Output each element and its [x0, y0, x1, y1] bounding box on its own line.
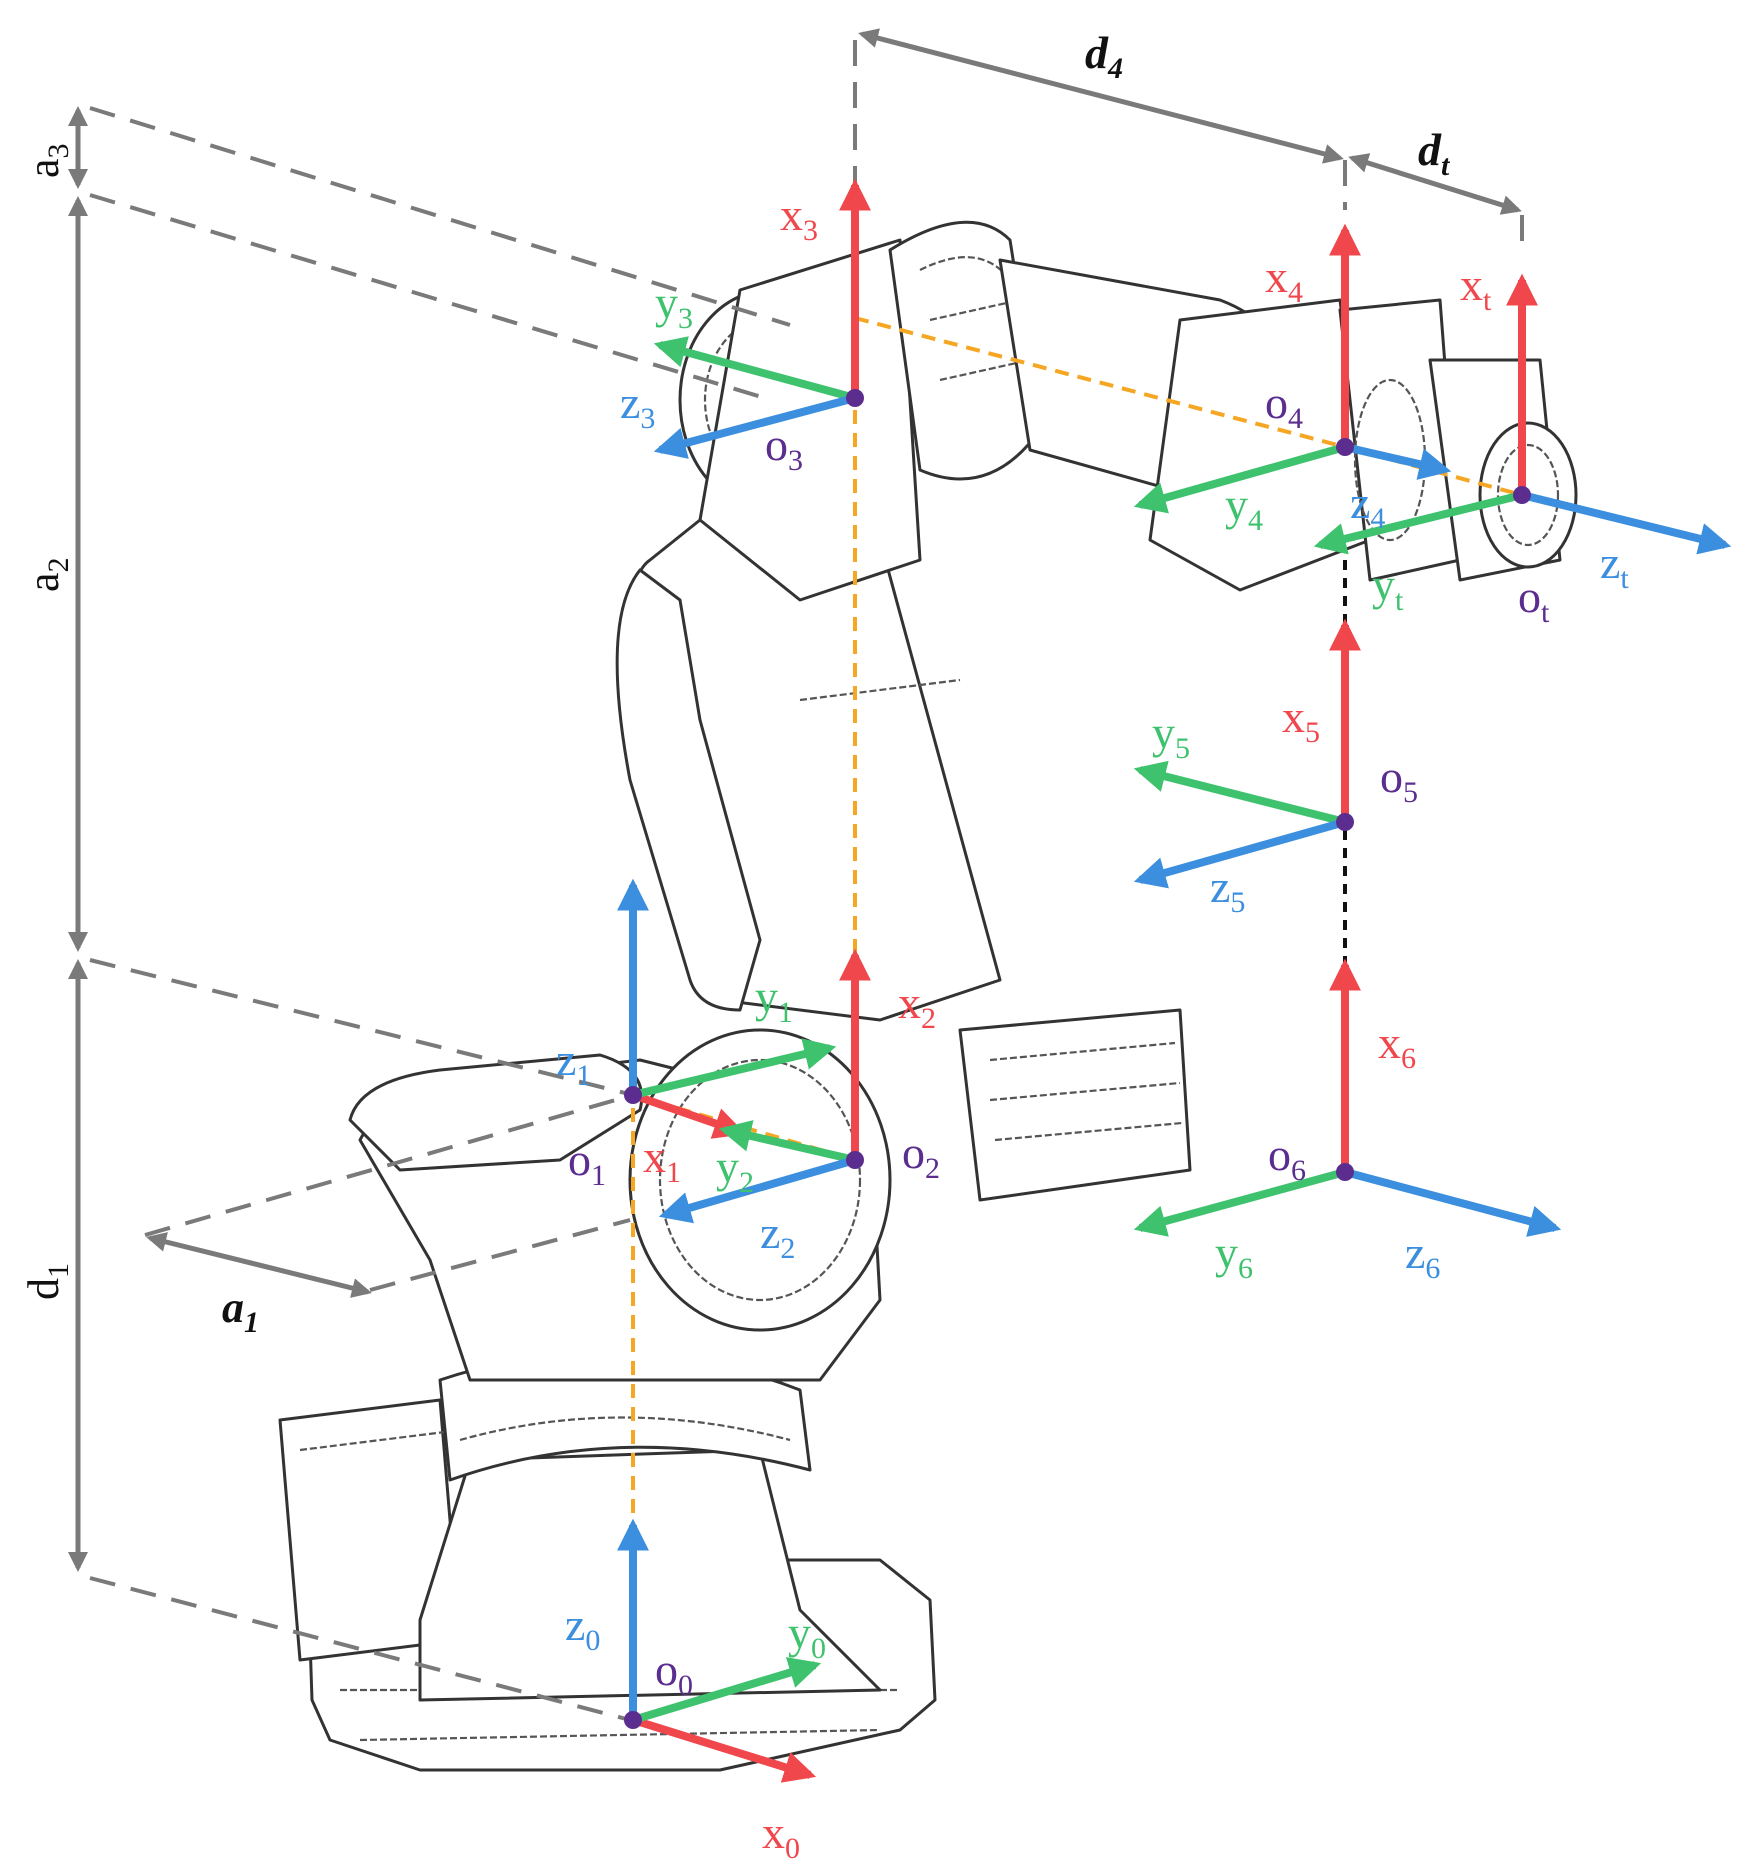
- robot-illustration: [278, 220, 1578, 1772]
- frame-5-y-axis: [1133, 760, 1346, 826]
- origin-2-dot: [846, 1151, 864, 1169]
- a1-dimension-arrow: [146, 1232, 372, 1298]
- frame-0-y-axis: [631, 1657, 822, 1724]
- label-x0: x0: [762, 1807, 800, 1865]
- label-z0: z0: [565, 1599, 600, 1657]
- label-dt: dt: [1418, 124, 1451, 182]
- dimension-guides: [89, 40, 1524, 1722]
- label-a1: a1: [222, 1283, 259, 1339]
- label-y1: y1: [755, 971, 793, 1029]
- label-y5: y5: [1152, 707, 1190, 765]
- frame-5-z-axis: [1133, 818, 1347, 889]
- label-x6: x6: [1378, 1017, 1416, 1075]
- label-y0: y0: [788, 1607, 826, 1665]
- frame-t-z-axis: [1521, 491, 1732, 555]
- label-xt: xt: [1460, 259, 1492, 317]
- label-x3: x3: [780, 189, 818, 247]
- label-z4: z4: [1350, 477, 1385, 535]
- frame-2-z-axis: [658, 1156, 857, 1224]
- dimension-labels: a3 a2 d1 a1 d4 dt: [19, 27, 1451, 1339]
- dt-dimension-arrow: [1348, 153, 1522, 215]
- label-y3: y3: [655, 277, 693, 335]
- label-a2: a2: [19, 557, 75, 592]
- elbow-housing: [698, 238, 922, 602]
- origin-4-dot: [1336, 438, 1354, 456]
- label-z2: z2: [760, 1207, 795, 1265]
- label-x5: x5: [1282, 691, 1320, 749]
- label-o5: o5: [1380, 751, 1418, 809]
- label-o4: o4: [1265, 377, 1303, 435]
- origin-3-dot: [846, 389, 864, 407]
- label-o1: o1: [568, 1134, 606, 1192]
- link1-head: [348, 1053, 644, 1172]
- frame-0-x-axis: [631, 1716, 817, 1783]
- frame-6-z-axis: [1343, 1168, 1562, 1237]
- label-o3: o3: [765, 419, 803, 477]
- label-y6: y6: [1215, 1227, 1253, 1285]
- label-z1: z1: [556, 1034, 591, 1092]
- upper-arm-cover: [615, 568, 762, 1012]
- label-x2: x2: [898, 977, 936, 1035]
- frame-4-y-axis: [1133, 443, 1347, 514]
- label-a3: a3: [19, 143, 75, 178]
- shoulder-joint: [628, 1028, 892, 1332]
- frame-3-y-axis: [653, 336, 857, 402]
- dimension-arrows: [68, 28, 1522, 1572]
- label-d4: d4: [1085, 27, 1123, 85]
- label-d1: d1: [19, 1263, 75, 1300]
- origin-t-dot: [1513, 486, 1531, 504]
- label-z3: z3: [620, 377, 655, 435]
- frame-arrows: [617, 178, 1732, 1783]
- label-o2: o2: [902, 1127, 940, 1185]
- label-o0: o0: [655, 1644, 693, 1702]
- label-z6: z6: [1405, 1227, 1440, 1285]
- label-x4: x4: [1265, 251, 1303, 309]
- label-yt: yt: [1372, 559, 1404, 617]
- origin-1-dot: [624, 1086, 642, 1104]
- origin-points: [624, 389, 1531, 1729]
- label-y2: y2: [716, 1141, 754, 1199]
- frame-4-z-axis: [1344, 443, 1452, 480]
- d4-dimension-arrow: [858, 28, 1344, 164]
- label-y4: y4: [1225, 479, 1263, 537]
- label-z5: z5: [1210, 861, 1245, 919]
- label-ot: ot: [1518, 571, 1550, 629]
- label-x1: x1: [643, 1131, 681, 1189]
- frame-6-y-axis: [1133, 1168, 1347, 1237]
- frame-2-y-axis: [718, 1120, 856, 1164]
- origin-5-dot: [1336, 813, 1354, 831]
- origin-6-dot: [1336, 1163, 1354, 1181]
- origin-0-dot: [624, 1711, 642, 1729]
- frame-1-y-axis: [632, 1038, 837, 1099]
- label-o6: o6: [1268, 1129, 1306, 1187]
- label-zt: zt: [1600, 537, 1629, 595]
- shoulder-motor: [958, 1008, 1192, 1202]
- frame-3-z-axis: [653, 394, 857, 459]
- frame-t-y-axis: [1313, 491, 1523, 555]
- frame-labels: x0 y0 z0 o0 x1 y1 z1 o1 x2 y2 z2 o2 x3 y…: [556, 189, 1629, 1865]
